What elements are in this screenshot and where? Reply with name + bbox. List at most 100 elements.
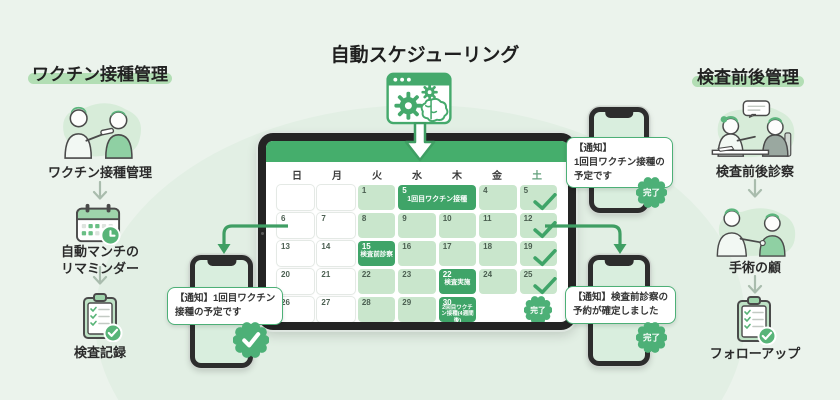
calendar-day-number: 29 bbox=[402, 298, 412, 307]
check-icon bbox=[533, 277, 557, 295]
down-arrow-icon bbox=[92, 181, 108, 200]
right-step3-label: フォローアップ bbox=[709, 346, 801, 361]
calendar-cell: 18 bbox=[479, 241, 517, 266]
calendar-cell: 27 bbox=[317, 297, 355, 322]
calendar-day-number: 22 bbox=[442, 270, 452, 279]
top-right-phone-done-badge: 完了 bbox=[636, 177, 667, 208]
calendar-day-number: 14 bbox=[321, 242, 331, 251]
calendar-day-number: 27 bbox=[321, 298, 331, 307]
check-icon bbox=[533, 193, 557, 211]
down-arrow-icon bbox=[747, 179, 763, 198]
calendar-cell: 5 bbox=[519, 185, 557, 211]
right-connector-arrow bbox=[545, 224, 627, 254]
scheduler-app-icon bbox=[386, 72, 452, 125]
calendar-day-number: 13 bbox=[281, 242, 290, 251]
calendar-day-number: 12 bbox=[523, 214, 533, 223]
clipboard-check-icon bbox=[83, 293, 123, 342]
calendar-day-number: 21 bbox=[321, 270, 331, 279]
weekday-label: 月 bbox=[332, 171, 342, 182]
calendar-day-number: 22 bbox=[361, 270, 371, 279]
calendar-cell: 23 bbox=[398, 269, 436, 294]
right-flow-title-text: 検査前後管理 bbox=[697, 68, 799, 87]
svg-text:完了: 完了 bbox=[643, 333, 660, 343]
calendar-day-number: 4 bbox=[483, 186, 488, 195]
weekday-label: 日 bbox=[292, 171, 302, 182]
calendar-cell: 24 bbox=[479, 269, 517, 294]
top-right-phone-notification: 【通知】 1回目ワクチン接種の 予定です bbox=[566, 137, 673, 189]
left-step2-label: 自動マンチの リマミンダー bbox=[30, 243, 170, 277]
calendar-event-label: 検査実施 bbox=[444, 279, 471, 286]
left-step2-line1: 自動マンチの bbox=[60, 244, 139, 259]
down-arrow-icon bbox=[92, 266, 108, 285]
notification-line: 【通知】検査前診察の bbox=[573, 292, 669, 303]
doctor-consultation-illustration bbox=[711, 100, 795, 158]
calendar-cell: 7 bbox=[317, 213, 355, 238]
center-title: 自動スケジューリング bbox=[330, 45, 520, 66]
phone-notch bbox=[605, 111, 633, 118]
title-highlight bbox=[28, 73, 172, 84]
calendar-day-number: 7 bbox=[321, 214, 326, 223]
calendar-day-number: 23 bbox=[402, 270, 412, 279]
calendar-cell: 13 bbox=[277, 241, 315, 266]
tablet-camera-dot bbox=[261, 231, 264, 235]
calendar-cell: 25 bbox=[519, 269, 557, 295]
calendar-cell: 17 bbox=[438, 241, 477, 266]
calendar-day-number: 11 bbox=[483, 214, 492, 223]
left-phone-check-badge bbox=[233, 322, 269, 358]
notification-line: 【通知】1回目ワクチン bbox=[175, 293, 276, 304]
left-step1-label: ワクチン接種管理 bbox=[47, 165, 152, 180]
clipboard-check-icon bbox=[737, 296, 777, 345]
notification-line: 1回目ワクチン接種の bbox=[574, 156, 665, 168]
calendar-day-number: 9 bbox=[402, 214, 407, 223]
title-highlight bbox=[692, 76, 804, 87]
weekday-label: 木 bbox=[452, 171, 462, 182]
notification-line: 【通知】 bbox=[574, 143, 613, 154]
calendar-cell: 1 bbox=[357, 185, 396, 210]
left-connector-arrow bbox=[217, 224, 288, 254]
calendar-cell: 21 bbox=[317, 269, 355, 294]
svg-text:完了: 完了 bbox=[531, 304, 547, 314]
done-seal-icon: 完了 bbox=[523, 295, 553, 322]
calendar-day-number: 10 bbox=[442, 214, 452, 223]
calendar-cell bbox=[277, 185, 315, 210]
notification-line: 予約が確定しました bbox=[573, 305, 659, 317]
down-arrow-icon bbox=[747, 275, 763, 294]
calendar-done-badge: 完了 bbox=[520, 295, 557, 322]
calendar-clock-icon bbox=[76, 203, 121, 245]
left-flow-title: ワクチン接種管理 bbox=[16, 60, 184, 85]
calendar-cell: 22 bbox=[357, 269, 396, 294]
calendar-cell: 28 bbox=[357, 297, 396, 322]
vaccination-illustration bbox=[63, 103, 142, 159]
calendar-day-number: 18 bbox=[483, 242, 493, 251]
notification-line: 予定です bbox=[574, 170, 613, 182]
calendar-cell bbox=[317, 185, 355, 210]
calendar-cell: 20 bbox=[277, 269, 315, 294]
weekday-label: 水 bbox=[412, 171, 422, 182]
calendar-cell: 9 bbox=[398, 213, 436, 238]
calendar-day-number: 26 bbox=[281, 298, 290, 307]
weekday-label: 金 bbox=[492, 171, 502, 182]
calendar-day-number: 20 bbox=[281, 270, 290, 279]
calendar-cell: 19 bbox=[519, 241, 557, 267]
left-step3-label: 検査記録 bbox=[73, 345, 126, 360]
calendar-cell: 4 bbox=[479, 185, 517, 210]
calendar-day-number: 30 bbox=[442, 298, 452, 307]
calendar-day-number: 1 bbox=[361, 186, 367, 195]
check-icon bbox=[533, 249, 557, 267]
left-phone-notification: 【通知】1回目ワクチン 接種の予定です bbox=[167, 287, 284, 325]
calendar-cell-empty bbox=[479, 297, 516, 322]
calendar-day-number: 17 bbox=[442, 242, 452, 251]
weekday-label: 火 bbox=[372, 171, 382, 182]
right-flow-title: 検査前後管理 bbox=[664, 63, 832, 88]
weekday-row: 日月火水木金土 bbox=[266, 162, 568, 182]
calendar-day-number: 8 bbox=[361, 214, 367, 223]
right-step1-label: 検査前後診察 bbox=[715, 164, 794, 179]
calendar-cell: 11 bbox=[479, 213, 517, 238]
calendar-day-number: 24 bbox=[483, 270, 493, 279]
calendar-cell: 14 bbox=[317, 241, 355, 266]
